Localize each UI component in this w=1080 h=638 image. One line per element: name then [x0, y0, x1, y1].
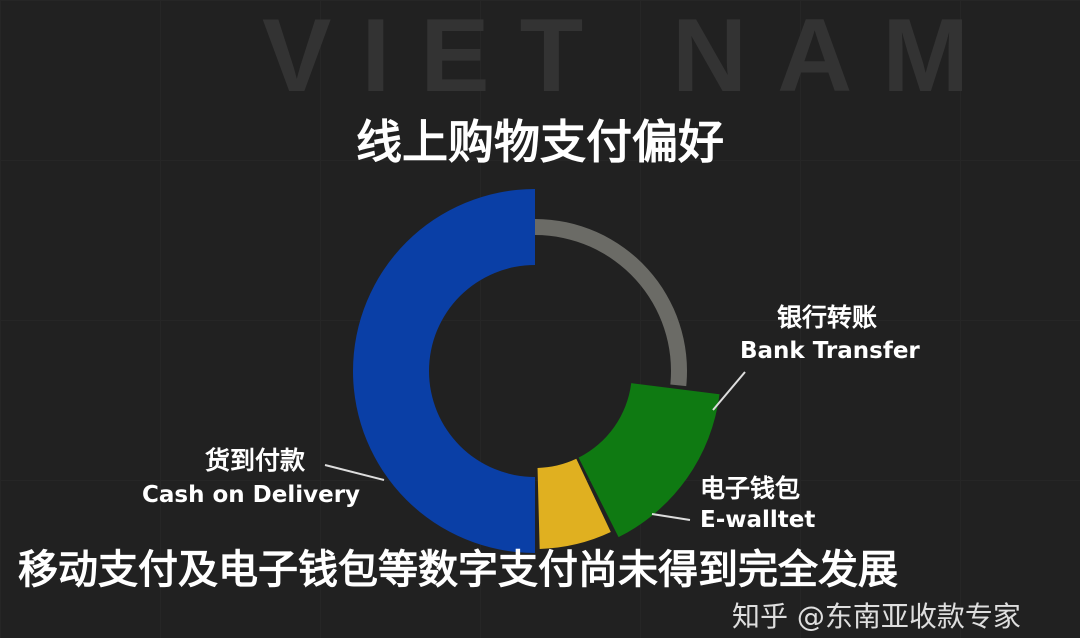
slice-bank-transfer	[578, 383, 720, 538]
background-watermark: VIET NAM	[262, 0, 999, 114]
source-watermark: 知乎 @东南亚收款专家	[732, 600, 1021, 633]
label-ewallet-en: E-walltet	[700, 507, 816, 533]
label-bank-en: Bank Transfer	[740, 338, 920, 364]
label-bank-zh: 银行转账	[777, 303, 878, 332]
label-bank-en-wrap: Bank Transfer	[740, 337, 920, 365]
label-cod-en: Cash on Delivery	[142, 482, 361, 508]
label-bank: 银行转账	[777, 303, 877, 333]
slice-cash-on-delivery	[353, 189, 535, 553]
label-cod-zh: 货到付款	[204, 446, 305, 475]
label-cod: 货到付款	[195, 446, 315, 476]
label-cod-en-wrap: Cash on Delivery	[142, 481, 360, 509]
slice-e-wallet	[537, 458, 611, 549]
leader-line-ewallet	[651, 513, 691, 521]
label-ewallet-zh: 电子钱包	[700, 474, 801, 503]
slice-other	[535, 219, 688, 387]
label-ewallet: 电子钱包 E-walltet	[700, 474, 815, 534]
subtitle: 移动支付及电子钱包等数字支付尚未得到完全发展	[18, 547, 898, 593]
leader-line-bank	[712, 371, 746, 411]
chart-title: 线上购物支付偏好	[356, 115, 724, 169]
leader-line-cod	[324, 464, 385, 481]
